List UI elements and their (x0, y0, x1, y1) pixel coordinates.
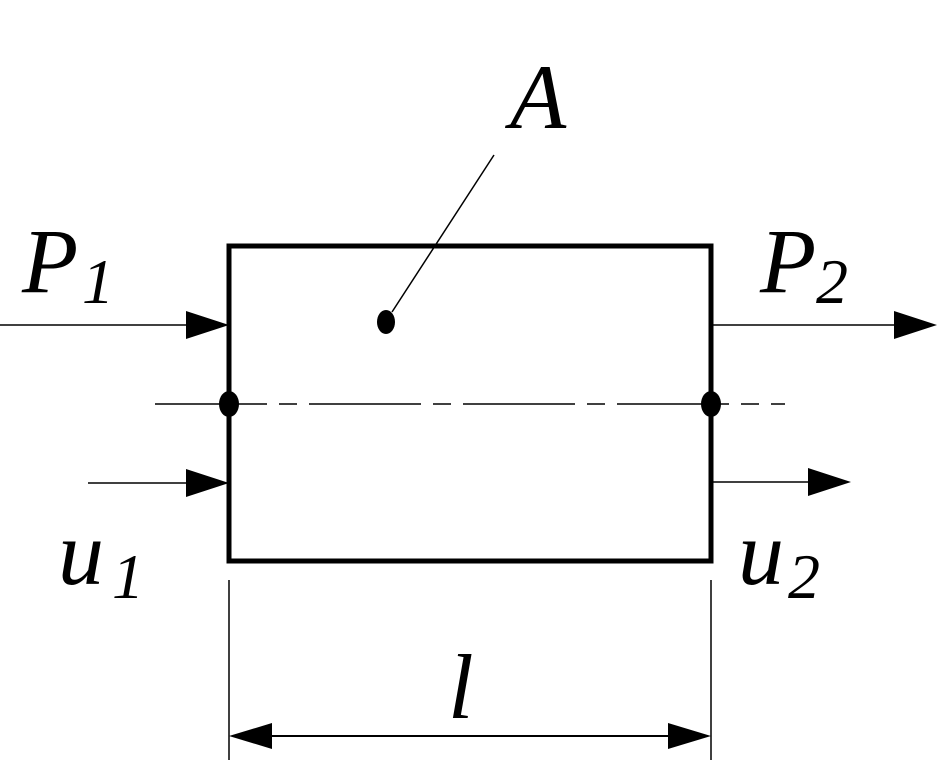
u2-subscript: 2 (788, 541, 820, 612)
length-label: l (448, 636, 474, 738)
u2-arrow-head (808, 468, 851, 496)
dimension-arrow-right (668, 723, 711, 749)
u1-label: u (58, 502, 104, 604)
p1-subscript: 1 (82, 246, 114, 317)
u2-label: u (738, 502, 784, 604)
right-node-dot (701, 391, 721, 417)
u1-arrow-head (186, 469, 229, 497)
left-node-dot (219, 391, 239, 417)
p2-subscript: 2 (816, 246, 848, 317)
area-label: A (504, 46, 567, 148)
p1-label: P (21, 210, 78, 312)
area-point-dot (377, 310, 395, 334)
dimension-arrow-left (229, 723, 272, 749)
area-leader-line (391, 154, 495, 313)
u1-subscript: 1 (112, 541, 144, 612)
p1-arrow-head (186, 311, 229, 339)
p2-label: P (759, 210, 816, 312)
p2-arrow-head (894, 311, 937, 339)
